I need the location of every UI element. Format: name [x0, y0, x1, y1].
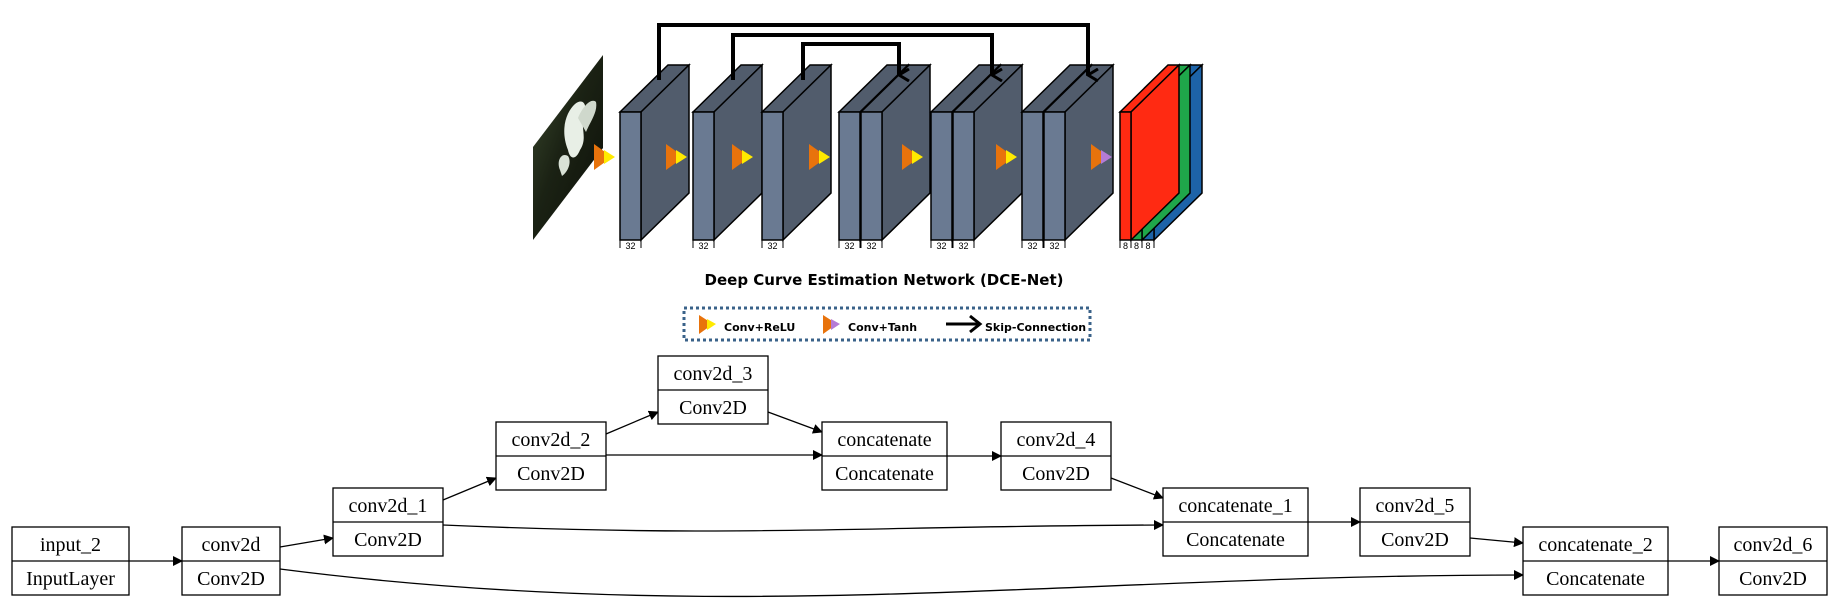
node-name-label: input_2: [40, 534, 101, 556]
filter-count-label: 32: [625, 241, 635, 251]
conv-relu-marker: [732, 144, 753, 170]
filter-count-label: 32: [698, 241, 708, 251]
feature-map-block: 32: [618, 63, 691, 251]
node-type-label: Concatenate: [1546, 568, 1645, 590]
dce-net-title: Deep Curve Estimation Network (DCE-Net): [705, 271, 1064, 289]
node-type-label: Conv2D: [354, 529, 422, 551]
conv-relu-marker: [809, 144, 830, 170]
node-type-label: Conv2D: [1739, 568, 1807, 590]
feature-map-block: 32: [691, 63, 764, 251]
node-name-label: concatenate: [837, 429, 931, 451]
relu-legend-icon: [699, 315, 716, 334]
filter-count-label: 32: [844, 241, 854, 251]
node-name-label: concatenate_1: [1178, 495, 1292, 517]
skip-legend-icon: [946, 314, 983, 334]
legend-border: [682, 306, 1092, 342]
skip-legend-label: Skip-Connection: [985, 321, 1086, 334]
feature-map-block: 8: [1118, 63, 1181, 251]
graph-edge-conv2d-5-to-concatenate-2: [1469, 537, 1524, 548]
filter-count-label: 32: [767, 241, 777, 251]
feature-map-block: 32: [760, 63, 833, 251]
skip-connection-arrow: [657, 23, 1088, 80]
conv-relu-marker: [666, 144, 687, 170]
graph-edge-conv2d-to-conv2d-1: [279, 534, 334, 548]
graph-edge-conv2d-3-to-concatenate: [767, 411, 823, 434]
conv-tanh-marker: [1091, 144, 1112, 170]
filter-count-label: 32: [1027, 241, 1037, 251]
node-name-label: conv2d_4: [1017, 429, 1096, 451]
node-type-label: Conv2D: [679, 397, 747, 419]
node-name-label: concatenate_2: [1538, 534, 1652, 556]
graph-edge-conv2d-2-to-conv2d-3: [605, 410, 659, 435]
node-name-label: conv2d_5: [1376, 495, 1455, 517]
tanh-legend-label: Conv+Tanh: [848, 321, 917, 334]
relu-legend-label: Conv+ReLU: [724, 321, 795, 334]
node-type-label: Conv2D: [197, 568, 265, 590]
node-name-label: conv2d_1: [349, 495, 428, 517]
conv-relu-marker: [902, 144, 923, 170]
graph-edges: [129, 410, 1720, 598]
tanh-legend-icon: [823, 315, 840, 334]
model-graph: input_2InputLayerconv2dConv2Dconv2d_1Con…: [11, 355, 1828, 598]
filter-count-label: 32: [1049, 241, 1059, 251]
legend: Conv+ReLU Conv+Tanh Skip-Connection: [682, 306, 1092, 342]
node-type-label: Conv2D: [1022, 463, 1090, 485]
node-type-label: Conv2D: [1381, 529, 1449, 551]
node-type-label: InputLayer: [26, 568, 115, 590]
node-name-label: conv2d_3: [674, 363, 753, 385]
skip-connections: [657, 23, 1088, 80]
node-name-label: conv2d_2: [512, 429, 591, 451]
node-type-label: Concatenate: [1186, 529, 1285, 551]
skip-connection-arrow: [801, 42, 899, 80]
node-type-label: Conv2D: [517, 463, 585, 485]
conv-relu-marker: [594, 144, 615, 170]
graph-edge-conv2d-4-to-concatenate-1: [1110, 477, 1164, 500]
conv-relu-marker: [996, 144, 1017, 170]
skip-connection-arrow: [731, 33, 992, 80]
filter-count-label: 8: [1145, 241, 1150, 251]
graph-edge-conv2d-1-to-concatenate-1: [442, 520, 1164, 532]
graph-edge-conv2d-to-concatenate-2: [279, 568, 1524, 598]
input-image: [533, 55, 603, 240]
node-name-label: conv2d_6: [1734, 534, 1813, 556]
feature-map-block: 32: [1042, 63, 1115, 251]
filter-count-label: 8: [1134, 241, 1139, 251]
node-name-label: conv2d: [202, 534, 261, 556]
filter-count-label: 32: [958, 241, 968, 251]
filter-count-label: 32: [936, 241, 946, 251]
filter-count-label: 32: [866, 241, 876, 251]
filter-count-label: 8: [1123, 241, 1128, 251]
graph-edge-conv2d-1-to-conv2d-2: [442, 476, 497, 501]
node-type-label: Concatenate: [835, 463, 934, 485]
